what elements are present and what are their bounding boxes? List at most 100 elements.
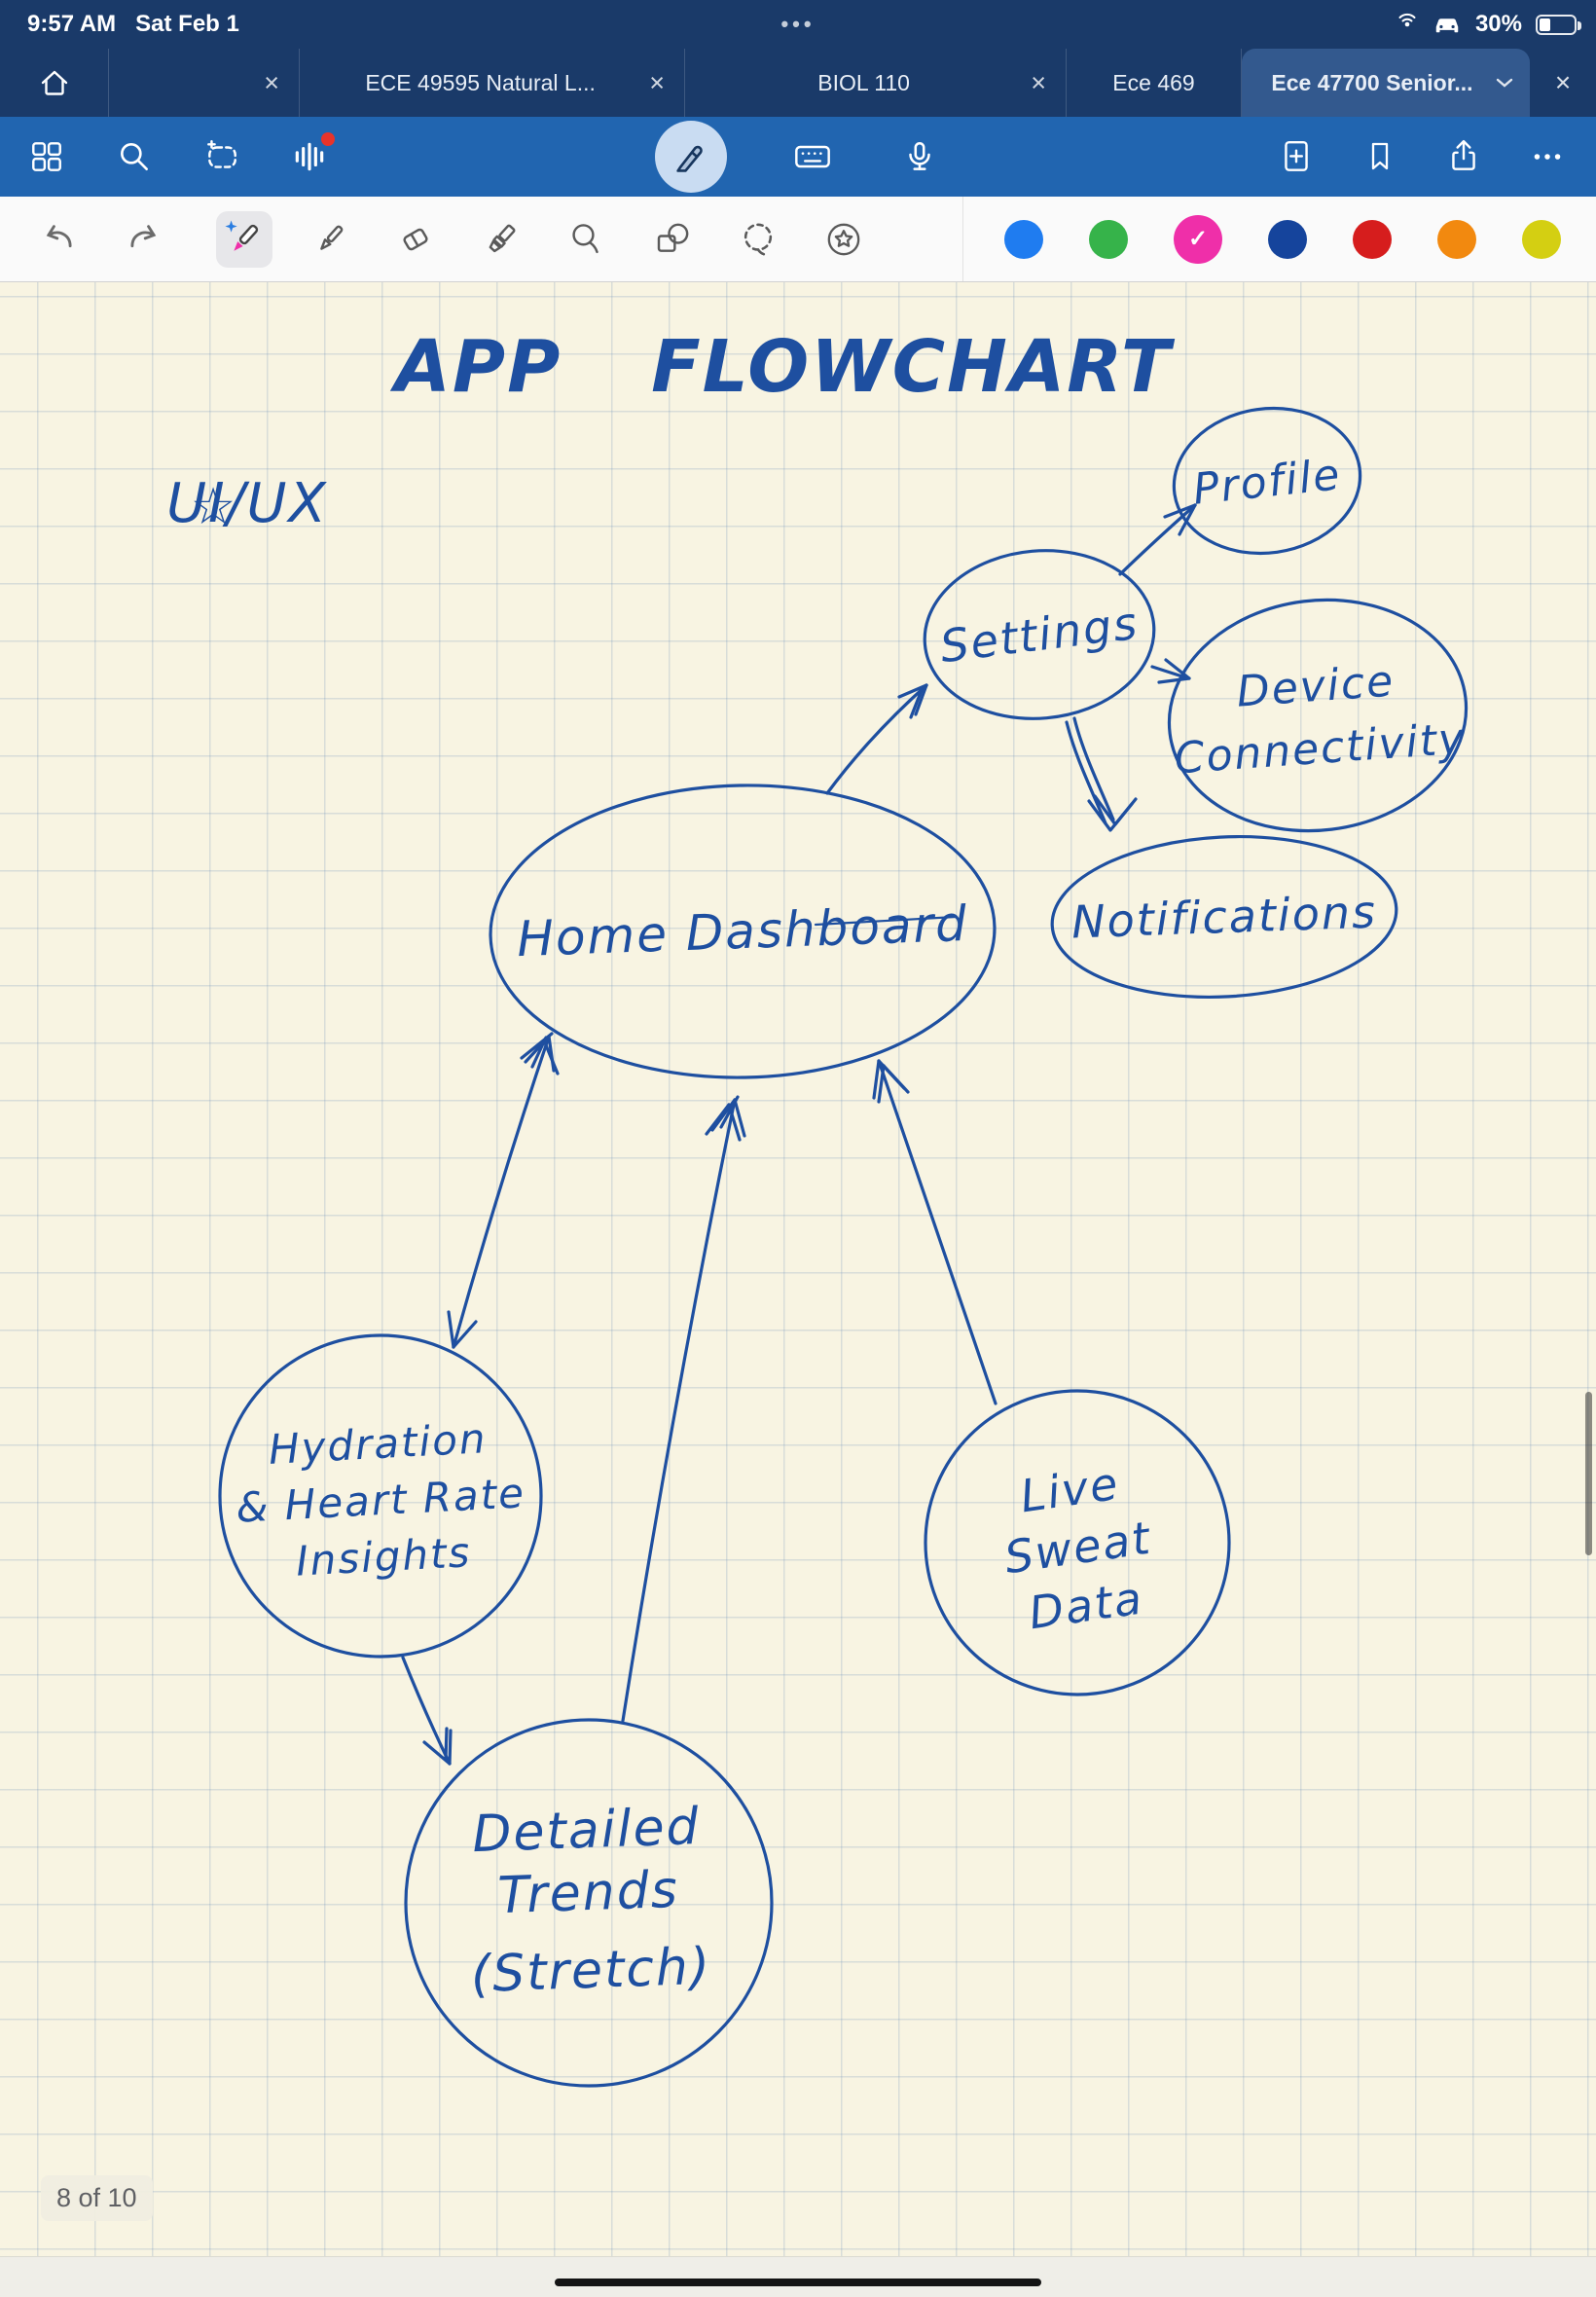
add-page-button[interactable]	[1275, 135, 1318, 178]
color-swatch-blue[interactable]	[1004, 219, 1043, 259]
notification-dot	[321, 132, 335, 146]
zoom-tool[interactable]	[559, 211, 615, 268]
svg-text:Live: Live	[1017, 1457, 1122, 1523]
star-bullet: ☆	[191, 478, 238, 536]
color-swatch-yellow[interactable]	[1522, 219, 1561, 259]
tab-close-button[interactable]: ×	[1031, 67, 1046, 97]
more-button[interactable]	[1526, 135, 1569, 178]
shapes-icon	[657, 223, 689, 252]
flowchart-node-home-dashboard: Home Dashboard	[489, 784, 997, 1079]
microphone-icon	[909, 142, 930, 170]
svg-text:Hydration: Hydration	[268, 1414, 489, 1474]
battery-percent: 30%	[1474, 11, 1522, 37]
home-button[interactable]	[0, 49, 109, 117]
svg-text:Settings: Settings	[937, 597, 1142, 674]
status-time: 9:57 AM	[27, 11, 117, 37]
flowchart-node-device-connectivity: Device Connectivity	[1167, 598, 1469, 833]
fancy-pen-tool[interactable]	[216, 210, 272, 268]
zoom-icon	[572, 223, 598, 253]
tab-ece-49595[interactable]: ECE 49595 Natural L... ×	[300, 49, 685, 117]
eraser-tool[interactable]	[387, 211, 444, 268]
pen-mode-icon	[676, 145, 703, 172]
redo-icon	[130, 224, 157, 247]
tab-label: Ece 469	[1112, 69, 1195, 95]
tab-label: ECE 49595 Natural L...	[365, 69, 596, 95]
share-button[interactable]	[1442, 135, 1485, 178]
tab-untitled[interactable]: ×	[109, 49, 300, 117]
tab-bar-end: ×	[1530, 49, 1596, 117]
multitasking-dots-icon[interactable]: •••	[780, 12, 816, 36]
undo-icon	[46, 224, 72, 247]
tab-close-button[interactable]: ×	[264, 67, 279, 97]
audio-recording-icon	[295, 142, 324, 171]
thumbnails-icon	[32, 142, 61, 171]
elements-icon	[827, 223, 860, 255]
highlighter-icon	[489, 224, 516, 252]
search-icon	[121, 143, 148, 170]
tab-bar: × ECE 49595 Natural L... × BIOL 110 × Ec…	[0, 49, 1596, 117]
search-button[interactable]	[113, 135, 156, 178]
shapes-tool[interactable]	[644, 211, 701, 268]
svg-text:Trends: Trends	[497, 1861, 680, 1925]
ai-lasso-icon	[207, 139, 236, 168]
keyboard-icon	[795, 145, 830, 168]
highlighter-tool[interactable]	[473, 211, 529, 268]
main-toolbar	[0, 117, 1596, 197]
tab-label: Ece 47700 Senior...	[1271, 69, 1473, 95]
status-date: Sat Feb 1	[135, 11, 239, 37]
elements-tool[interactable]	[816, 211, 872, 268]
pen-icon	[320, 225, 344, 250]
svg-text:Insights: Insights	[295, 1528, 473, 1585]
home-indicator[interactable]	[555, 2279, 1041, 2286]
color-swatch-green[interactable]	[1089, 219, 1128, 259]
bookmark-icon	[1371, 142, 1389, 170]
flowchart-subtitle: UI/UX	[166, 472, 328, 535]
flowchart-node-live-sweat-data: Live Sweat Data	[924, 1389, 1231, 1696]
pen-mode-button[interactable]	[655, 121, 727, 193]
eraser-icon	[403, 228, 428, 250]
home-icon	[41, 70, 67, 95]
fancy-pen-icon	[225, 219, 259, 251]
svg-text:Data: Data	[1026, 1571, 1146, 1639]
bottom-strip	[0, 2256, 1596, 2297]
flowchart-edge-hydration-to-trends	[401, 1656, 453, 1766]
svg-text:Profile: Profile	[1191, 450, 1344, 515]
color-swatch-pink[interactable]: ✓	[1174, 214, 1222, 264]
color-palette: ✓	[962, 197, 1596, 281]
color-swatch-red[interactable]	[1353, 219, 1392, 259]
flowchart-title: APP FLOWCHART	[390, 325, 1176, 409]
microphone-button[interactable]	[898, 135, 941, 178]
chevron-down-icon[interactable]	[1495, 77, 1514, 89]
page-indicator: 8 of 10	[41, 2175, 153, 2221]
keyboard-button[interactable]	[791, 135, 834, 178]
thumbnails-button[interactable]	[25, 135, 68, 178]
more-icon	[1534, 154, 1561, 160]
color-swatch-navy[interactable]	[1268, 219, 1307, 259]
scrollbar[interactable]	[1585, 1392, 1592, 1555]
svg-text:Notifications: Notifications	[1070, 886, 1378, 949]
svg-text:Home Dashboard: Home Dashboard	[516, 895, 968, 967]
bookmark-button[interactable]	[1359, 135, 1401, 178]
handwritten-flowchart: APP FLOWCHART ☆ UI/UX Profile Settings D…	[166, 325, 1469, 2088]
svg-text:Connectivity: Connectivity	[1173, 714, 1468, 784]
flowchart-node-detailed-trends: Detailed Trends (Stretch)	[404, 1718, 774, 2088]
ai-lasso-button[interactable]	[200, 135, 243, 178]
pen-tool[interactable]	[302, 211, 358, 268]
tab-label: BIOL 110	[817, 69, 910, 95]
flowchart-edge-settings-to-notifications	[1065, 716, 1138, 832]
color-swatch-orange[interactable]	[1437, 219, 1476, 259]
battery-icon	[1536, 14, 1581, 35]
redo-button[interactable]	[115, 211, 171, 268]
tab-close-button[interactable]: ×	[649, 67, 665, 97]
note-canvas[interactable]: APP FLOWCHART ☆ UI/UX Profile Settings D…	[0, 282, 1596, 2256]
lasso-icon	[744, 223, 773, 255]
add-page-icon	[1285, 141, 1308, 171]
lasso-tool[interactable]	[730, 211, 786, 268]
audio-recording-button[interactable]	[288, 132, 335, 178]
tab-biol-110[interactable]: BIOL 110 ×	[685, 49, 1067, 117]
tab-ece-47700-active[interactable]: Ece 47700 Senior...	[1242, 49, 1530, 117]
flowchart-edge-home-to-settings	[825, 683, 928, 795]
tab-close-button[interactable]: ×	[1554, 67, 1572, 97]
tab-ece-469[interactable]: Ece 469	[1067, 49, 1242, 117]
undo-button[interactable]	[31, 211, 88, 268]
